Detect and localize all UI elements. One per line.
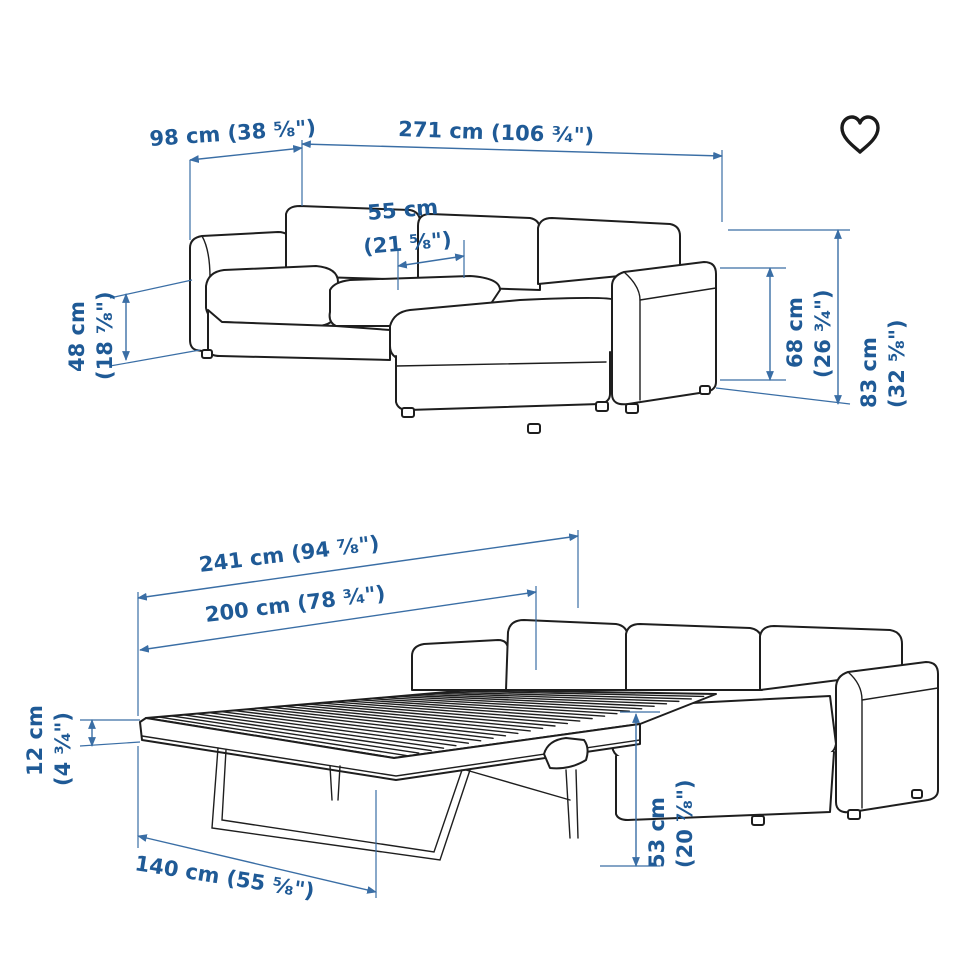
bed-slat (332, 701, 581, 722)
bed-slat (257, 707, 507, 737)
bed-slat (406, 694, 655, 708)
heart-outline-icon (840, 115, 880, 154)
label-bed-height-in: (20 ⁷⁄₈") (673, 779, 697, 868)
bed-slat (294, 704, 544, 730)
bed-slat (444, 691, 692, 700)
bed-slat (431, 692, 680, 703)
bed-slat (195, 712, 445, 749)
label-bed-width: 140 cm (55 ⁵⁄₈") (133, 851, 316, 903)
bed-slat (232, 709, 482, 742)
favorite-button[interactable] (836, 112, 884, 158)
bed-slat (269, 706, 519, 735)
sofa-closed-illustration (189, 205, 717, 434)
label-mattress-thickness-cm: 12 cm (23, 705, 47, 776)
label-arm-height-in: (26 ³⁄₄") (811, 289, 835, 378)
label-bed-length: 200 cm (78 ³⁄₄") (204, 581, 387, 627)
label-chaise-depth: 98 cm (38 ⁵⁄₈") (149, 115, 317, 151)
bed-slat (182, 714, 432, 752)
label-total-height-cm: 83 cm (857, 337, 881, 408)
bed-slat (157, 716, 408, 757)
bed-slat (394, 695, 643, 710)
bed-slat (319, 702, 569, 725)
top-dimension-lines (109, 140, 851, 405)
bed-slat (344, 700, 593, 720)
bed-slat (282, 705, 531, 732)
bed-slat (220, 710, 470, 744)
label-seat-height-in: (18 ⁷⁄₈") (93, 291, 117, 380)
label-mattress-thickness-in: (4 ³⁄₄") (51, 712, 75, 786)
label-arm-height-cm: 68 cm (783, 297, 807, 368)
label-seat-height-cm: 48 cm (65, 301, 89, 372)
bottom-dimension-lines (79, 530, 660, 898)
bed-slat (369, 697, 618, 715)
bed-slat (307, 703, 556, 727)
bed-slat (456, 690, 705, 698)
bed-slat (419, 693, 668, 705)
bed-slat (170, 715, 420, 754)
label-total-width: 271 cm (106 ³⁄₄") (398, 117, 595, 148)
bed-slat (382, 696, 631, 712)
label-open-length: 241 cm (94 ⁷⁄₈") (198, 531, 381, 577)
bed-slat (357, 698, 606, 717)
label-bed-height-cm: 53 cm (645, 797, 669, 868)
bed-slat (244, 708, 494, 740)
label-total-height-in: (32 ⁵⁄₈") (885, 319, 909, 408)
bed-slat (207, 711, 457, 747)
sofa-open-illustration (139, 619, 939, 861)
